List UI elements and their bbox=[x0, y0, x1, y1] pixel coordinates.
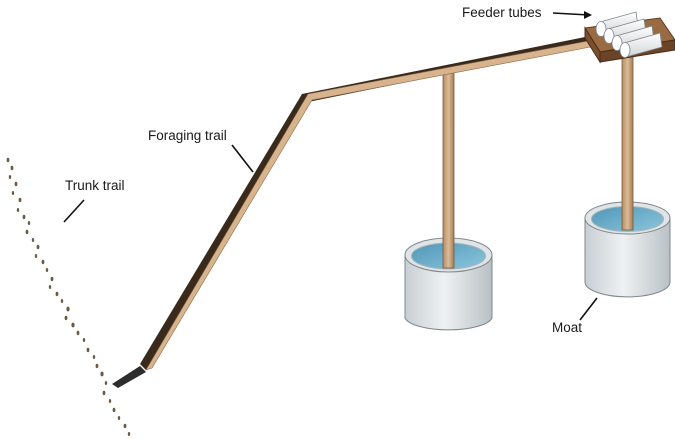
label-moat: Moat bbox=[552, 320, 583, 335]
foraging-trail-beam bbox=[112, 34, 607, 388]
trunk-trail-pointer bbox=[63, 199, 85, 223]
feeder-tubes bbox=[595, 11, 663, 58]
moat-pointer bbox=[579, 297, 598, 321]
label-trunk-trail: Trunk trail bbox=[65, 178, 125, 193]
leader-lines bbox=[63, 11, 598, 321]
foraging-trail-pointer bbox=[231, 144, 254, 173]
trunk-trail-ants bbox=[6, 157, 131, 436]
feeder-tubes-arrow-icon bbox=[552, 12, 590, 16]
label-feeder-tubes: Feeder tubes bbox=[462, 5, 542, 20]
label-foraging-trail: Foraging trail bbox=[148, 128, 227, 143]
